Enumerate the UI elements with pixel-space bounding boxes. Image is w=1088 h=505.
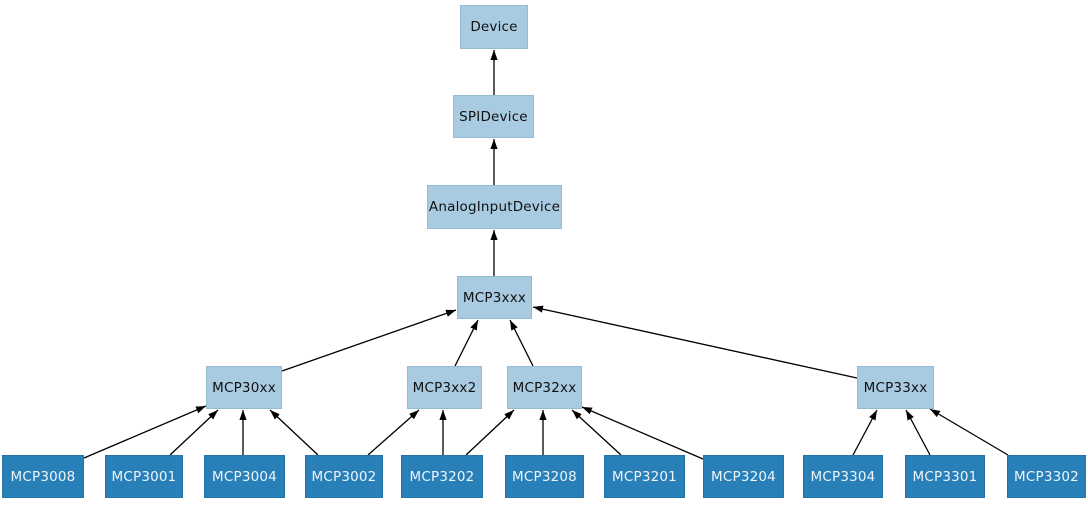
class-node-MCP3008[interactable]: MCP3008 (2, 455, 84, 498)
edge-MCP3002-to-MCP3xx2 (367, 409, 420, 456)
edge-MCP3301-to-MCP33xx (905, 409, 931, 456)
edge-MCP33xx-to-MCP3xxx (532, 305, 858, 379)
edge-MCP32xx-to-MCP3xxx (509, 319, 534, 367)
class-node-SPIDevice[interactable]: SPIDevice (453, 95, 534, 138)
edge-MCP3202-to-MCP32xx (465, 409, 515, 456)
class-node-AnalogInputDevice[interactable]: AnalogInputDevice (427, 185, 562, 229)
edge-MCP3304-to-MCP33xx (852, 409, 878, 456)
class-node-MCP3001[interactable]: MCP3001 (105, 455, 183, 498)
edge-MCP30xx-to-MCP3xxx (281, 309, 457, 372)
class-node-MCP3301[interactable]: MCP3301 (905, 455, 985, 498)
class-node-MCP3302[interactable]: MCP3302 (1007, 455, 1086, 498)
class-node-MCP3201[interactable]: MCP3201 (604, 455, 685, 498)
class-node-MCP3204[interactable]: MCP3204 (703, 455, 784, 498)
edge-MCP3001-to-MCP30xx (169, 409, 219, 456)
class-node-MCP33xx[interactable]: MCP33xx (857, 366, 934, 409)
edge-MCP3201-to-MCP32xx (571, 409, 622, 456)
class-node-MCP30xx[interactable]: MCP30xx (206, 366, 282, 409)
edge-MCP3302-to-MCP33xx (929, 408, 1009, 456)
edge-MCP3204-to-MCP32xx (581, 406, 704, 460)
class-node-MCP32xx[interactable]: MCP32xx (507, 366, 582, 409)
edge-MCP3008-to-MCP30xx (83, 405, 207, 459)
class-node-MCP3004[interactable]: MCP3004 (204, 455, 285, 498)
class-node-MCP3304[interactable]: MCP3304 (803, 455, 883, 498)
class-node-MCP3202[interactable]: MCP3202 (401, 455, 483, 498)
class-node-MCP3208[interactable]: MCP3208 (505, 455, 584, 498)
edge-MCP3002-to-MCP30xx (269, 409, 319, 456)
class-node-MCP3002[interactable]: MCP3002 (305, 455, 383, 498)
class-node-MCP3xxx[interactable]: MCP3xxx (457, 276, 532, 319)
class-node-MCP3xx2[interactable]: MCP3xx2 (407, 366, 482, 409)
class-node-Device[interactable]: Device (460, 5, 528, 49)
edge-MCP3xx2-to-MCP3xxx (454, 319, 479, 367)
